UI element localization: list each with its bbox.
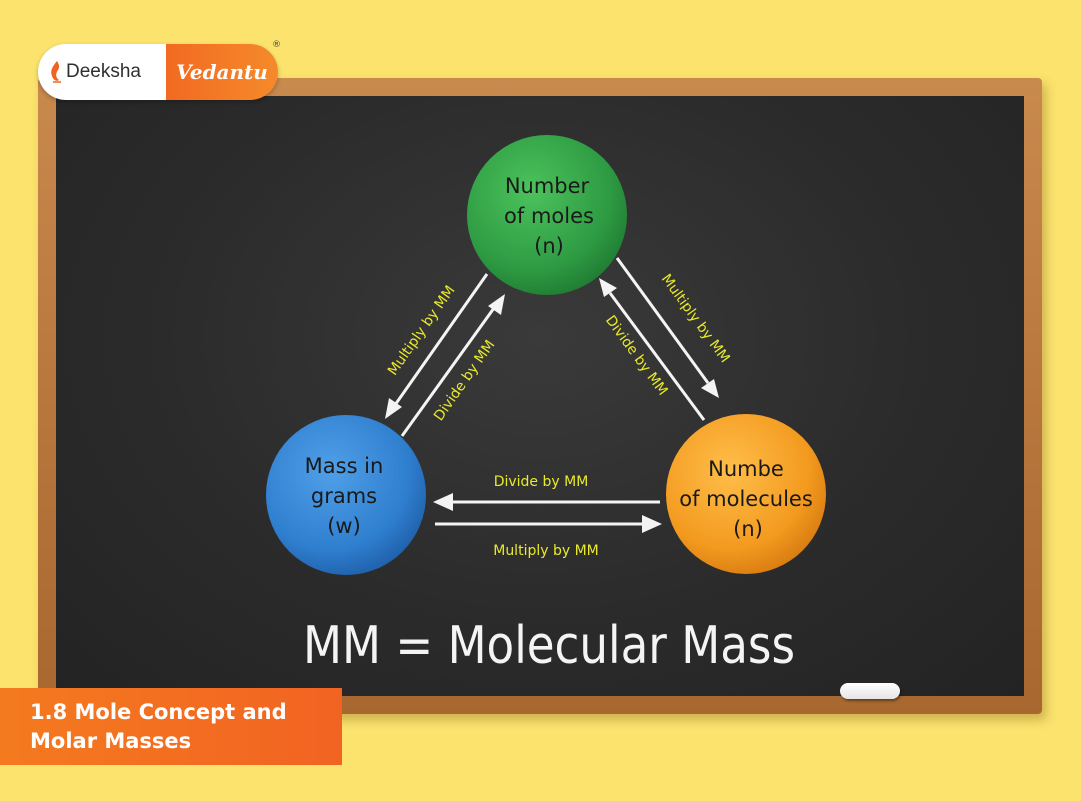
topic-badge: 1.8 Mole Concept and Molar Masses	[0, 688, 342, 765]
arrowhead-mass-to-molecules	[642, 515, 662, 533]
topic-title-line-2: Molar Masses	[30, 728, 192, 753]
arrowhead-molecules-to-mass	[433, 493, 453, 511]
topic-title-line-1: 1.8 Mole Concept and	[30, 699, 287, 724]
logo-vedantu-text: Vedantu	[176, 60, 268, 84]
footnote-molecular-mass: MM = Molecular Mass	[303, 616, 795, 676]
node-moles-label-1: Number	[505, 174, 590, 198]
arrowhead-moles-to-molecules	[701, 379, 719, 398]
flame-icon	[51, 61, 61, 83]
node-molecules-label-3: (n)	[733, 517, 763, 541]
label-molecules-to-moles: Divide by MM	[602, 313, 671, 399]
node-moles-label-2: of moles	[504, 204, 594, 228]
arrow-molecules-to-moles	[608, 292, 706, 421]
arrow-moles-to-molecules	[615, 257, 710, 384]
label-molecules-to-mass: Divide by MM	[494, 474, 589, 490]
registered-mark: ®	[272, 40, 281, 50]
arrow-mass-to-moles	[400, 307, 496, 437]
node-molecules-label-1: Numbe	[708, 457, 784, 481]
node-mass-label-1: Mass in	[305, 454, 384, 478]
node-moles-label-3: (n)	[534, 234, 564, 258]
label-mass-to-molecules: Multiply by MM	[493, 543, 599, 559]
logo-deeksha-text: Deeksha	[66, 61, 141, 82]
node-mass-label-2: grams	[311, 484, 377, 508]
arrowhead-mass-to-moles	[488, 294, 505, 315]
node-moles	[467, 135, 627, 295]
arrowhead-moles-to-mass	[385, 398, 402, 419]
brand-logo: Deeksha Vedantu	[38, 44, 278, 100]
logo-vedantu-section: Vedantu	[166, 44, 278, 100]
arrowhead-molecules-to-moles	[599, 278, 617, 297]
node-molecules-label-2: of molecules	[679, 487, 813, 511]
chalk-piece	[840, 683, 900, 699]
arrow-moles-to-mass	[393, 273, 489, 406]
node-mass-label-3: (w)	[327, 514, 361, 538]
node-mass	[266, 415, 426, 575]
node-molecules	[666, 414, 826, 574]
label-moles-to-molecules: Multiply by MM	[658, 271, 733, 366]
logo-deeksha-section: Deeksha	[38, 44, 166, 100]
